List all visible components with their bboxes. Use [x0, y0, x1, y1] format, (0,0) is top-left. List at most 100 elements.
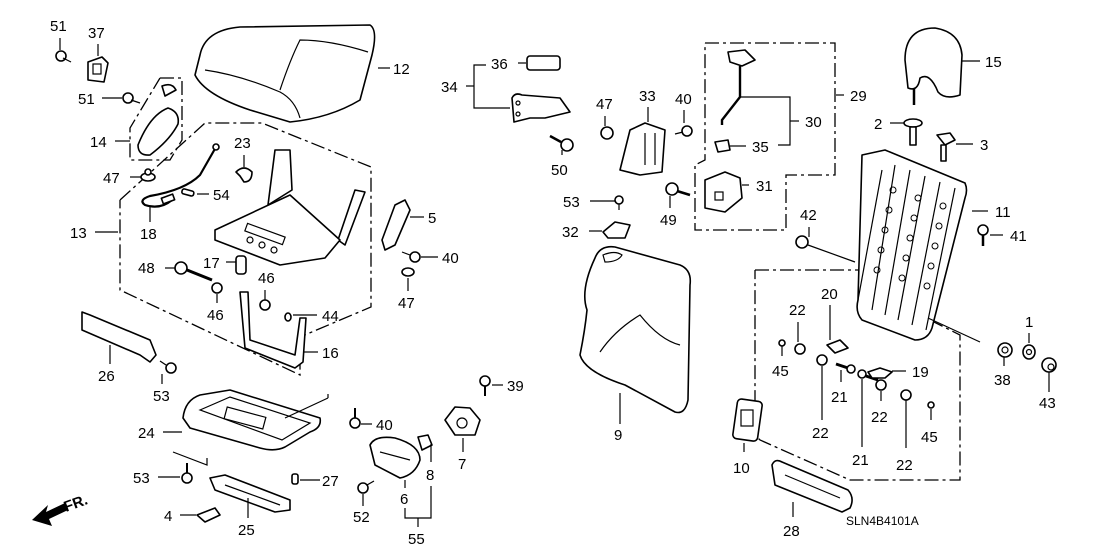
screw-53b[interactable]: [181, 463, 193, 484]
striker-34[interactable]: [511, 93, 571, 123]
spring-17[interactable]: [235, 255, 247, 275]
release-lever-30[interactable]: [720, 49, 756, 125]
screw-40[interactable]: [401, 251, 421, 263]
bolt-40b[interactable]: [349, 408, 361, 429]
clip-47c[interactable]: [600, 126, 614, 140]
bumper-36[interactable]: [526, 55, 561, 71]
callout-2: 2: [874, 116, 882, 133]
callout-12: 12: [393, 61, 410, 78]
callout-22c: 22: [871, 409, 888, 426]
clip-8[interactable]: [417, 434, 433, 451]
clip-47[interactable]: [140, 168, 156, 182]
callout-40b: 40: [376, 417, 393, 434]
bushing-38[interactable]: [997, 342, 1013, 358]
latch-cover-33[interactable]: [619, 122, 666, 176]
callout-54: 54: [213, 187, 230, 204]
clip-54[interactable]: [181, 188, 195, 197]
callout-35: 35: [752, 139, 769, 156]
nut-22a[interactable]: [794, 343, 806, 355]
callout-26: 26: [98, 368, 115, 385]
screw-53[interactable]: [159, 360, 177, 374]
callout-46b: 46: [207, 307, 224, 324]
nut-46b[interactable]: [211, 282, 223, 294]
nut-22b[interactable]: [816, 354, 828, 366]
callout-16: 16: [322, 345, 339, 362]
clip-35[interactable]: [714, 139, 731, 153]
clip-47b[interactable]: [401, 267, 415, 277]
nut-46[interactable]: [259, 299, 271, 311]
screw-53c[interactable]: [614, 195, 624, 210]
headrest-15[interactable]: [904, 27, 963, 105]
screw-52[interactable]: [357, 480, 375, 494]
washer-1[interactable]: [1022, 344, 1036, 360]
callout-24: 24: [138, 425, 155, 442]
callout-23: 23: [234, 135, 251, 152]
screw-51b[interactable]: [122, 92, 141, 104]
seat-base-24[interactable]: [182, 389, 322, 451]
bracket-16[interactable]: [239, 291, 307, 369]
nut-43[interactable]: [1041, 357, 1057, 373]
callout-31: 31: [756, 178, 773, 195]
bolt-41[interactable]: [977, 224, 989, 246]
bolt-50[interactable]: [549, 134, 574, 152]
bracket-20[interactable]: [826, 339, 849, 354]
bolt-39[interactable]: [479, 375, 491, 396]
pin-21b[interactable]: [857, 369, 879, 382]
callout-17: 17: [203, 255, 220, 272]
callout-4: 4: [164, 508, 172, 525]
clip-23[interactable]: [235, 167, 253, 183]
callout-48: 48: [138, 260, 155, 277]
front-direction-arrow: FR.: [32, 492, 90, 526]
callout-20: 20: [821, 286, 838, 303]
guide-2[interactable]: [903, 118, 923, 146]
seat-cushion[interactable]: [194, 24, 376, 123]
callout-30: 30: [805, 114, 822, 131]
seat-cushion-frame[interactable]: [214, 149, 366, 266]
lever-cover-10[interactable]: [732, 398, 763, 442]
callout-22d: 22: [896, 457, 913, 474]
diagram-code: SLN4B4101A: [846, 514, 919, 528]
nut-22c[interactable]: [875, 379, 887, 391]
washer-45a[interactable]: [778, 339, 786, 347]
callout-43: 43: [1039, 395, 1056, 412]
hinge-cover-14[interactable]: [137, 83, 180, 156]
screw-51[interactable]: [55, 50, 72, 63]
bolt-42[interactable]: [795, 235, 856, 263]
bracket-19[interactable]: [867, 367, 893, 379]
callout-49: 49: [660, 212, 677, 229]
cover-6[interactable]: [369, 436, 421, 479]
trim-28[interactable]: [771, 459, 853, 513]
washer-44[interactable]: [284, 312, 292, 322]
seat-back-frame-11[interactable]: [856, 149, 968, 341]
callout-32: 32: [562, 224, 579, 241]
pad-4[interactable]: [196, 507, 221, 523]
latch-31[interactable]: [704, 171, 743, 213]
washer-45b[interactable]: [927, 401, 935, 409]
seat-back-9[interactable]: [579, 245, 692, 414]
callout-47: 47: [103, 170, 120, 187]
callout-47b: 47: [398, 295, 415, 312]
release-cable-18[interactable]: [141, 143, 220, 208]
pin-21a[interactable]: [835, 362, 856, 374]
bolt-49[interactable]: [665, 182, 691, 197]
callout-41: 41: [1010, 228, 1027, 245]
callout-47c: 47: [596, 96, 613, 113]
lock-7[interactable]: [444, 406, 481, 436]
cover-26[interactable]: [81, 311, 157, 363]
nut-22d[interactable]: [900, 389, 912, 401]
callout-1: 1: [1025, 314, 1033, 331]
cover-32[interactable]: [602, 221, 631, 239]
trim-cover-37[interactable]: [87, 56, 109, 83]
cover-25[interactable]: [209, 474, 291, 513]
bolt-48[interactable]: [174, 261, 213, 282]
clip-27[interactable]: [291, 473, 299, 485]
screw-40c[interactable]: [674, 125, 693, 137]
callout-6: 6: [400, 491, 408, 508]
group-14-outline: [129, 77, 183, 161]
callout-46: 46: [258, 270, 275, 287]
callout-53b: 53: [133, 470, 150, 487]
cover-5[interactable]: [381, 199, 411, 251]
guide-3[interactable]: [936, 132, 956, 162]
